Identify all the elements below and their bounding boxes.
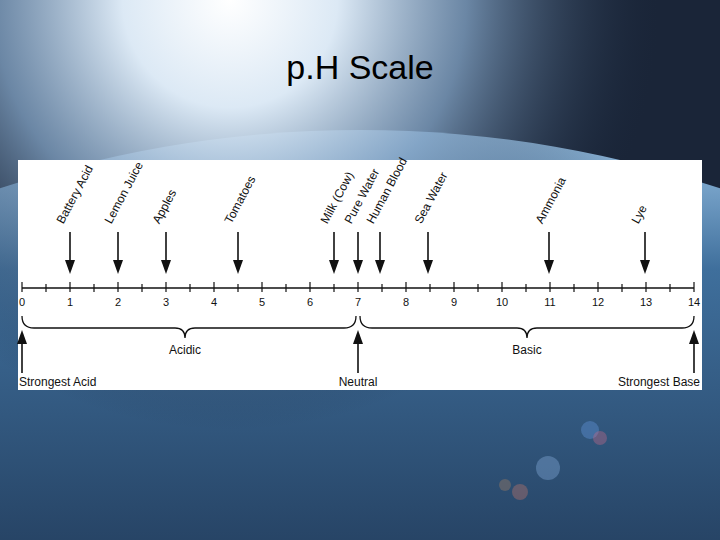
axis-number: 7	[355, 296, 361, 309]
tick-mark	[597, 282, 598, 292]
axis-number: 8	[403, 296, 409, 309]
tick-mark	[333, 284, 334, 292]
axis-number: 9	[451, 296, 457, 309]
tick-mark	[141, 284, 142, 292]
tick-mark	[453, 282, 454, 292]
tick-mark	[621, 284, 622, 292]
axis-number: 12	[592, 296, 604, 309]
pointer-arrow	[644, 232, 646, 262]
tick-mark	[165, 282, 166, 292]
tick-mark	[669, 284, 670, 292]
range-label: Acidic	[169, 343, 201, 357]
tick-mark	[69, 282, 70, 292]
end-label: Strongest Acid	[19, 375, 96, 389]
tick-mark	[573, 284, 574, 292]
pointer-arrow	[117, 232, 119, 262]
arrow-head	[375, 260, 385, 274]
arrow-head	[161, 260, 171, 274]
tick-mark	[237, 284, 238, 292]
axis-number: 13	[640, 296, 652, 309]
pointer-arrow	[548, 232, 550, 262]
axis-number: 1	[67, 296, 73, 309]
tick-mark	[357, 282, 358, 292]
axis-number: 10	[496, 296, 508, 309]
axis-number: 5	[259, 296, 265, 309]
axis-number: 0	[19, 296, 25, 309]
tick-mark	[477, 284, 478, 292]
axis-number: 2	[115, 296, 121, 309]
tick-mark	[501, 282, 502, 292]
pointer-arrow	[357, 232, 359, 262]
tick-mark	[261, 282, 262, 292]
arrow-head	[113, 260, 123, 274]
pointer-arrow	[333, 232, 335, 262]
pointer-arrow	[237, 232, 239, 262]
tick-mark	[381, 284, 382, 292]
pointer-arrow	[165, 232, 167, 262]
axis-number: 14	[688, 296, 700, 309]
arrow-head	[65, 260, 75, 274]
axis-number: 3	[163, 296, 169, 309]
axis-number: 6	[307, 296, 313, 309]
tick-mark	[549, 282, 550, 292]
tick-mark	[117, 282, 118, 292]
pointer-arrow	[69, 232, 71, 262]
tick-mark	[645, 282, 646, 292]
arrow-head	[423, 260, 433, 274]
arrow-head	[640, 260, 650, 274]
range-label: Basic	[512, 343, 541, 357]
tick-mark	[189, 284, 190, 292]
end-label: Strongest Base	[618, 375, 700, 389]
arrow-head	[329, 260, 339, 274]
pointer-arrow	[379, 232, 381, 262]
arrow-head	[353, 260, 363, 274]
tick-mark	[309, 282, 310, 292]
tick-mark	[405, 282, 406, 292]
end-label: Neutral	[339, 375, 378, 389]
tick-mark	[429, 284, 430, 292]
tick-mark	[285, 284, 286, 292]
tick-mark	[213, 282, 214, 292]
tick-mark	[21, 282, 22, 292]
arrow-head	[233, 260, 243, 274]
tick-mark	[525, 284, 526, 292]
axis-number: 4	[211, 296, 217, 309]
axis-number: 11	[544, 296, 555, 309]
tick-mark	[45, 284, 46, 292]
tick-mark	[693, 282, 694, 292]
tick-mark	[93, 284, 94, 292]
arrow-head	[544, 260, 554, 274]
pointer-arrow	[427, 232, 429, 262]
slide-title: p.H Scale	[0, 48, 720, 87]
